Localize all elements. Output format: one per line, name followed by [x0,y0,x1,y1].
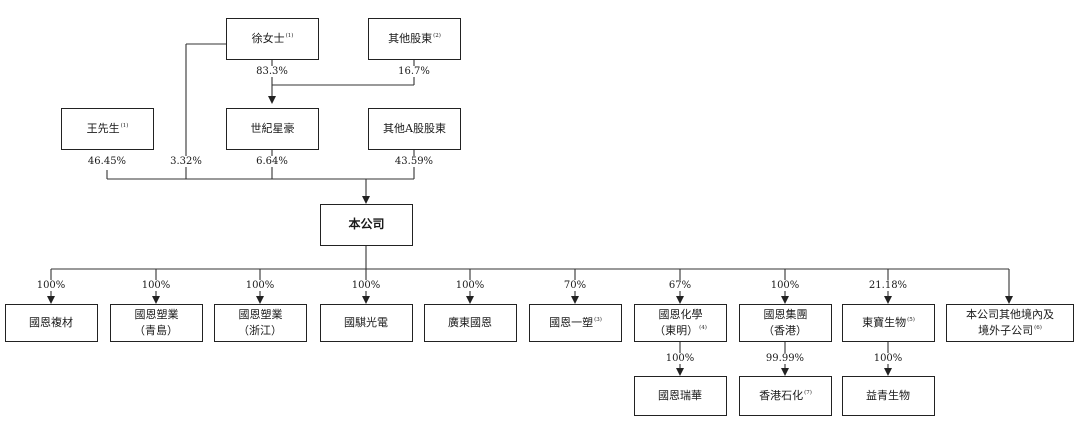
subsidiary-pct: 100% [243,280,277,291]
shareholder-other-a-label: 其他A股股東 [383,122,446,136]
sub-subsidiary-label: 國恩瑞華 [658,389,702,403]
subsidiary-label: 國騏光電 [344,316,388,330]
shareholder-other-box: 其他股東(2) [368,18,461,60]
pct-other-a-to-company: 43.59% [392,156,436,167]
shareholder-xu-label: 徐女士 [251,32,285,46]
pct-wang-to-company: 46.45% [85,156,129,167]
subsidiary-box: 東寶生物(5) [842,304,935,342]
note-marker: (1) [285,33,294,40]
note-marker: (7) [804,390,812,397]
note-marker: (2) [433,33,441,40]
shareholder-wang-box: 王先生(1) [61,108,154,150]
sub-subsidiary-label: 香港石化 [759,389,804,403]
sub-subsidiary-box: 香港石化(7) [739,376,832,416]
sub-subsidiary-label: 益青生物 [866,389,910,403]
company-box: 本公司 [320,204,413,246]
subsidiary-box: 國騏光電 [320,304,413,342]
subsidiary-box: 國恩化學 （東明）(4) [634,304,727,342]
pct-shiji-to-company: 6.64% [254,156,290,167]
subsidiary-pct: 100% [34,280,68,291]
note-marker: (3) [594,317,602,324]
subsidiary-pct: 100% [768,280,802,291]
sub-subsidiary-box: 益青生物 [842,376,935,416]
subsidiary-label: 東寶生物 [862,316,907,330]
subsidiary-box: 廣東國恩 [424,304,517,342]
subsidiary-pct: 100% [453,280,487,291]
subsidiary-pct: 67% [666,280,694,291]
sub-subsidiary-pct: 100% [871,353,905,364]
subsidiary-label: 國恩複材 [29,316,73,330]
shareholder-other-a-box: 其他A股股東 [368,108,461,150]
pct-xu-to-shiji: 83.3% [254,66,290,77]
shareholder-wang-label: 王先生 [86,122,120,136]
subsidiary-label: 國恩集團 （香港） [763,308,808,337]
subsidiary-pct: 100% [139,280,173,291]
subsidiary-box: 國恩複材 [5,304,98,342]
subsidiary-box: 國恩集團 （香港） [739,304,832,342]
company-label: 本公司 [348,217,385,232]
sub-subsidiary-pct: 100% [663,353,697,364]
note-marker: (1) [120,123,129,130]
sub-subsidiary-pct: 99.99% [763,353,807,364]
shareholder-xu-box: 徐女士(1) [226,18,319,60]
subsidiary-pct: 100% [349,280,383,291]
shareholder-shiji-box: 世紀星豪 [226,108,319,150]
shareholder-other-label: 其他股東 [388,32,433,46]
subsidiary-label: 國恩塑業 （青島） [134,308,179,337]
subsidiary-label: 廣東國恩 [448,316,492,330]
subsidiary-pct: 70% [561,280,589,291]
subsidiary-box: 國恩一塑(3) [529,304,622,342]
note-marker: (5) [907,317,915,324]
subsidiary-box: 本公司其他境內及 境外子公司(6) [946,304,1074,342]
note-marker: (6) [1034,325,1042,332]
note-marker: (4) [699,325,707,332]
subsidiary-box: 國恩塑業 （浙江） [214,304,307,342]
subsidiary-label: 國恩塑業 （浙江） [238,308,283,337]
pct-other-to-shiji: 16.7% [396,66,432,77]
sub-subsidiary-box: 國恩瑞華 [634,376,727,416]
subsidiary-box: 國恩塑業 （青島） [110,304,203,342]
subsidiary-label: 國恩化學 （東明） [654,308,703,337]
shareholder-shiji-label: 世紀星豪 [250,122,295,136]
subsidiary-label: 本公司其他境內及 境外子公司 [966,308,1054,337]
subsidiary-pct: 21.18% [866,280,910,291]
pct-xu-to-company: 3.32% [168,156,204,167]
subsidiary-label: 國恩一塑 [549,316,594,330]
